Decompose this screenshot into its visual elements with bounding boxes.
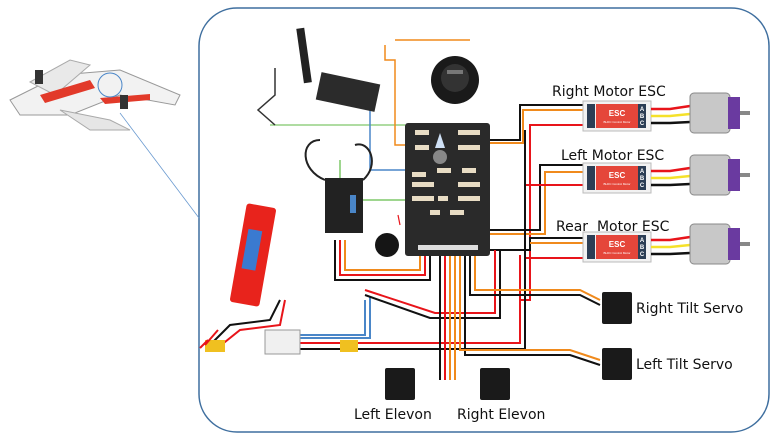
motor-phase-wire xyxy=(651,235,691,242)
esc-subtitle: BLDC Control Motor xyxy=(603,251,630,255)
left-elevon-servo xyxy=(385,368,415,400)
motor-phase-wire xyxy=(651,243,691,249)
esc-title: ESC xyxy=(609,109,626,118)
lipo-battery xyxy=(230,203,276,307)
label-right-tilt-servo: Right Tilt Servo xyxy=(636,301,743,317)
vtol-aircraft-image xyxy=(9,59,181,131)
esc-phase-label: B xyxy=(640,176,645,182)
callout-line xyxy=(119,112,200,219)
esc-phase-label: B xyxy=(640,114,645,120)
flight-controller xyxy=(405,123,490,256)
telemetry-radio xyxy=(256,27,381,126)
rear-motor-esc: ESC BLDC Control Motor ABC xyxy=(582,231,691,263)
gps-module xyxy=(431,56,479,104)
esc-phase-label: C xyxy=(640,183,645,189)
arrow-marker xyxy=(199,329,219,349)
label-left-tilt-servo: Left Tilt Servo xyxy=(636,357,733,373)
esc-phase-label: A xyxy=(640,169,645,175)
esc-title: ESC xyxy=(609,240,626,249)
motor-phase-wire xyxy=(651,182,691,187)
label-rear-motor-esc: Rear Motor ESC xyxy=(556,219,670,235)
rear-motor xyxy=(689,223,750,265)
esc-subtitle: BLDC Control Motor xyxy=(603,120,630,124)
xt60-connector xyxy=(340,340,358,352)
motor-phase-wire xyxy=(651,251,691,256)
power-distribution-board xyxy=(264,329,301,355)
label-right-elevon: Right Elevon xyxy=(457,407,545,423)
right-tilt-servo xyxy=(602,292,632,324)
buzzer xyxy=(375,233,399,257)
esc-phase-label: C xyxy=(640,121,645,127)
right-motor xyxy=(689,92,750,134)
motor-phase-wire xyxy=(651,112,691,118)
label-left-motor-esc: Left Motor ESC xyxy=(561,148,664,164)
right-motor-esc: ESC BLDC Control Motor ABC xyxy=(582,100,691,132)
esc-phase-label: B xyxy=(640,245,645,251)
esc-phase-label: C xyxy=(640,252,645,258)
left-motor-esc: ESC BLDC Control Motor ABC xyxy=(582,162,691,194)
motor-phase-wire xyxy=(651,104,691,111)
label-right-motor-esc: Right Motor ESC xyxy=(552,84,666,100)
esc-phase-label: A xyxy=(640,238,645,244)
motor-phase-wire xyxy=(651,166,691,173)
xt60-connector xyxy=(205,340,225,352)
esc-title: ESC xyxy=(609,171,626,180)
esc-phase-label: A xyxy=(640,107,645,113)
esc-subtitle: BLDC Control Motor xyxy=(603,182,630,186)
servos xyxy=(385,292,632,400)
motor-phase-wire xyxy=(651,120,691,125)
left-motor xyxy=(689,154,750,196)
rc-receiver xyxy=(304,139,373,233)
label-left-elevon: Left Elevon xyxy=(354,407,432,423)
system-frame xyxy=(198,7,770,433)
right-elevon-servo xyxy=(480,368,510,400)
left-tilt-servo xyxy=(602,348,632,380)
motor-phase-wire xyxy=(651,174,691,180)
